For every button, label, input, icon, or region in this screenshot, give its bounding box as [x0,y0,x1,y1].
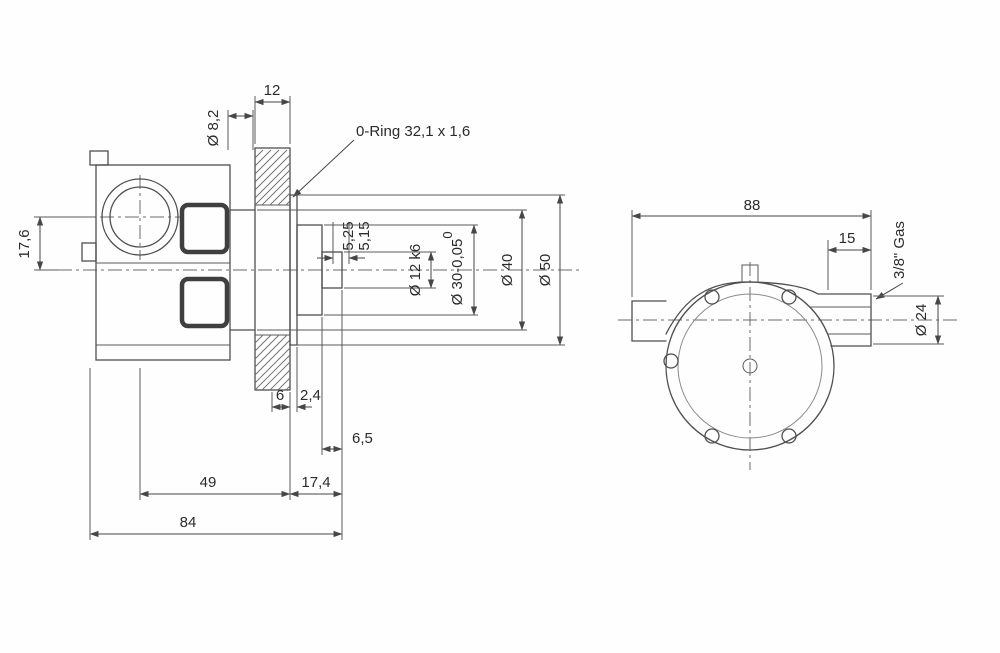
thread-callout: 3/8" Gas [875,221,908,300]
dimensions-side: 17,6 Ø 8,2 12 0-Ring 32,1 x 1,6 [16,82,565,540]
oring-callout: 0-Ring 32,1 x 1,6 [292,123,470,198]
left-boss [631,300,667,342]
dim-6-5: 6,5 [321,290,373,540]
dim-15: 15 [827,230,872,290]
bolt-hole [781,289,797,305]
centerlines [58,175,580,271]
dim-84-label: 84 [180,514,197,531]
dim-8-2-label: Ø 8,2 [205,110,222,147]
pump-front-body [631,264,872,451]
body-circle [677,293,823,439]
dim-24: Ø 24 [873,295,944,345]
thread-label: 3/8" Gas [891,221,908,279]
dim-12-label: 12 [264,82,281,99]
bolt-hole [663,353,679,369]
dim-84: 84 [89,368,343,540]
dim-24-label: Ø 24 [913,304,930,337]
hatch-bottom [254,334,291,391]
shaft-stub [321,251,343,289]
bolt-hole [704,289,720,305]
dim-50-label: Ø 50 [537,254,554,287]
dim-6-5-label: 6,5 [352,430,373,447]
dim-40: Ø 40 [257,209,527,331]
dim-5-25-5-15: 5,25 5,15 [317,221,373,264]
dim-40-label: Ø 40 [499,254,516,287]
dim-12k6: Ø 12 k6 [344,244,436,297]
dim-2-4-label: 2,4 [300,387,321,404]
lug [741,264,759,282]
dim-30-label: Ø 30-0,05 [449,239,466,306]
dim-5-25-label: 5,25 [340,221,357,250]
dim-6-label: 6 [276,387,284,404]
centerlines-front [618,262,958,470]
cam-screw [742,358,758,374]
dim-17-4-label: 17,4 [301,474,330,491]
hatch-top [254,149,291,206]
dim-17-6-label: 17,6 [16,229,33,258]
dim-5-15-label: 5,15 [356,221,373,250]
inlet-port-outer [101,178,179,256]
mounting-flange [229,147,291,391]
dim-8-2: Ø 8,2 [205,110,254,150]
dim-49: 49 [139,368,291,500]
dim-50: Ø 50 [292,194,565,346]
bolt-hole [704,428,720,444]
front-view: 88 15 3/8" Gas Ø 24 [618,197,958,470]
dim-88: 88 [631,197,872,297]
mount-tab [89,150,109,166]
dim-88-label: 88 [744,197,761,214]
dim-15-label: 15 [839,230,856,247]
dim-12: 12 [254,82,291,144]
side-view: 17,6 Ø 8,2 12 0-Ring 32,1 x 1,6 [16,82,580,540]
dim-17-6: 17,6 [16,216,96,271]
dim-49-label: 49 [200,474,217,491]
dim-17-4: 17,4 [289,474,343,498]
oring-label: 0-Ring 32,1 x 1,6 [356,123,470,140]
dimensions-front: 88 15 3/8" Gas Ø 24 [631,197,944,345]
dim-6-and-2-4: 6 2,4 [271,347,321,500]
top-casting [665,281,872,347]
pump-body [81,150,231,361]
seal-housing-upper [179,202,230,255]
seal-housing-lower [179,276,230,329]
dim-30-tol-label: 0 [440,231,455,238]
mount-tab [81,242,97,262]
bolt-hole [781,428,797,444]
dim-30: 0 Ø 30-0,05 [324,224,478,316]
dim-12k6-label: Ø 12 k6 [407,244,424,297]
inlet-port-bore [109,186,171,248]
